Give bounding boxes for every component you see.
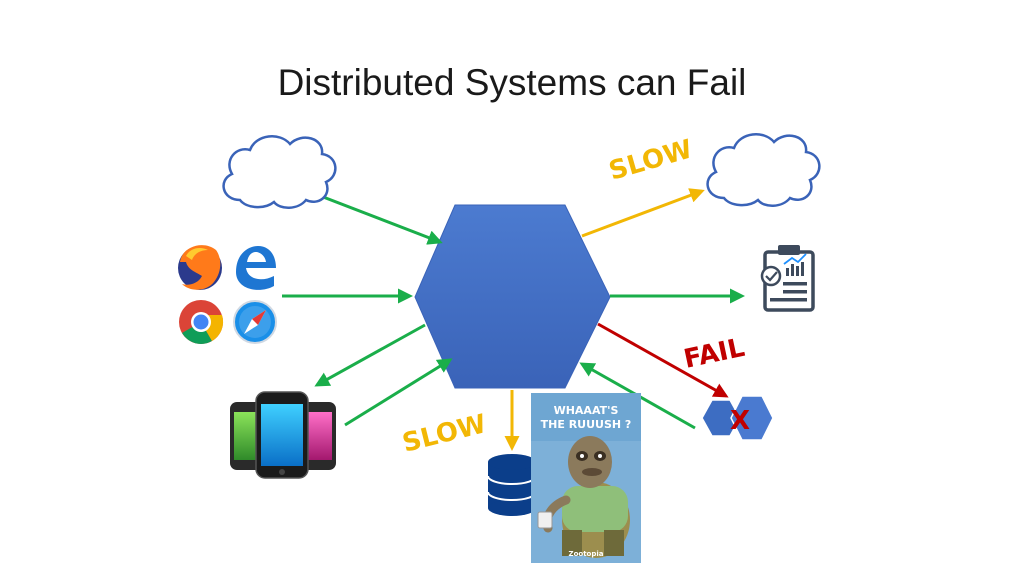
sloth-poster: WHAAAT'S THE RUUUSH ? Zootopia [531, 393, 641, 563]
firefox-icon [178, 245, 222, 290]
smartphones-icon [230, 391, 336, 479]
chrome-icon [179, 300, 224, 344]
clipboard-report-icon [760, 245, 815, 312]
arrow-fail-to-service [597, 322, 729, 398]
arrow-service-to-phones [314, 323, 426, 387]
arrow-cloud-to-service [317, 193, 443, 245]
poster-line-2: THE RUUUSH ? [541, 418, 632, 431]
cloud-icon-right [706, 133, 821, 207]
edge-icon [236, 246, 276, 290]
arrow-slow-to-cloud [581, 188, 705, 238]
slow-label-top: SLOW [606, 134, 696, 186]
slide-title: Distributed Systems can Fail [277, 62, 747, 103]
cloud-icon [222, 135, 337, 209]
fail-x-mark: X [730, 406, 750, 436]
poster-footer: Zootopia [569, 550, 604, 558]
database-icon [487, 454, 537, 516]
browser-icons [178, 245, 277, 344]
poster-line-1: WHAAAT'S [554, 404, 619, 417]
arrow-phones-to-service [344, 358, 453, 427]
service-hexagon [414, 204, 611, 389]
safari-icon [233, 300, 277, 344]
slow-label-bottom: SLOW [399, 409, 489, 459]
fail-label: FAIL [681, 333, 747, 375]
failed-service-icon: X [701, 395, 774, 441]
